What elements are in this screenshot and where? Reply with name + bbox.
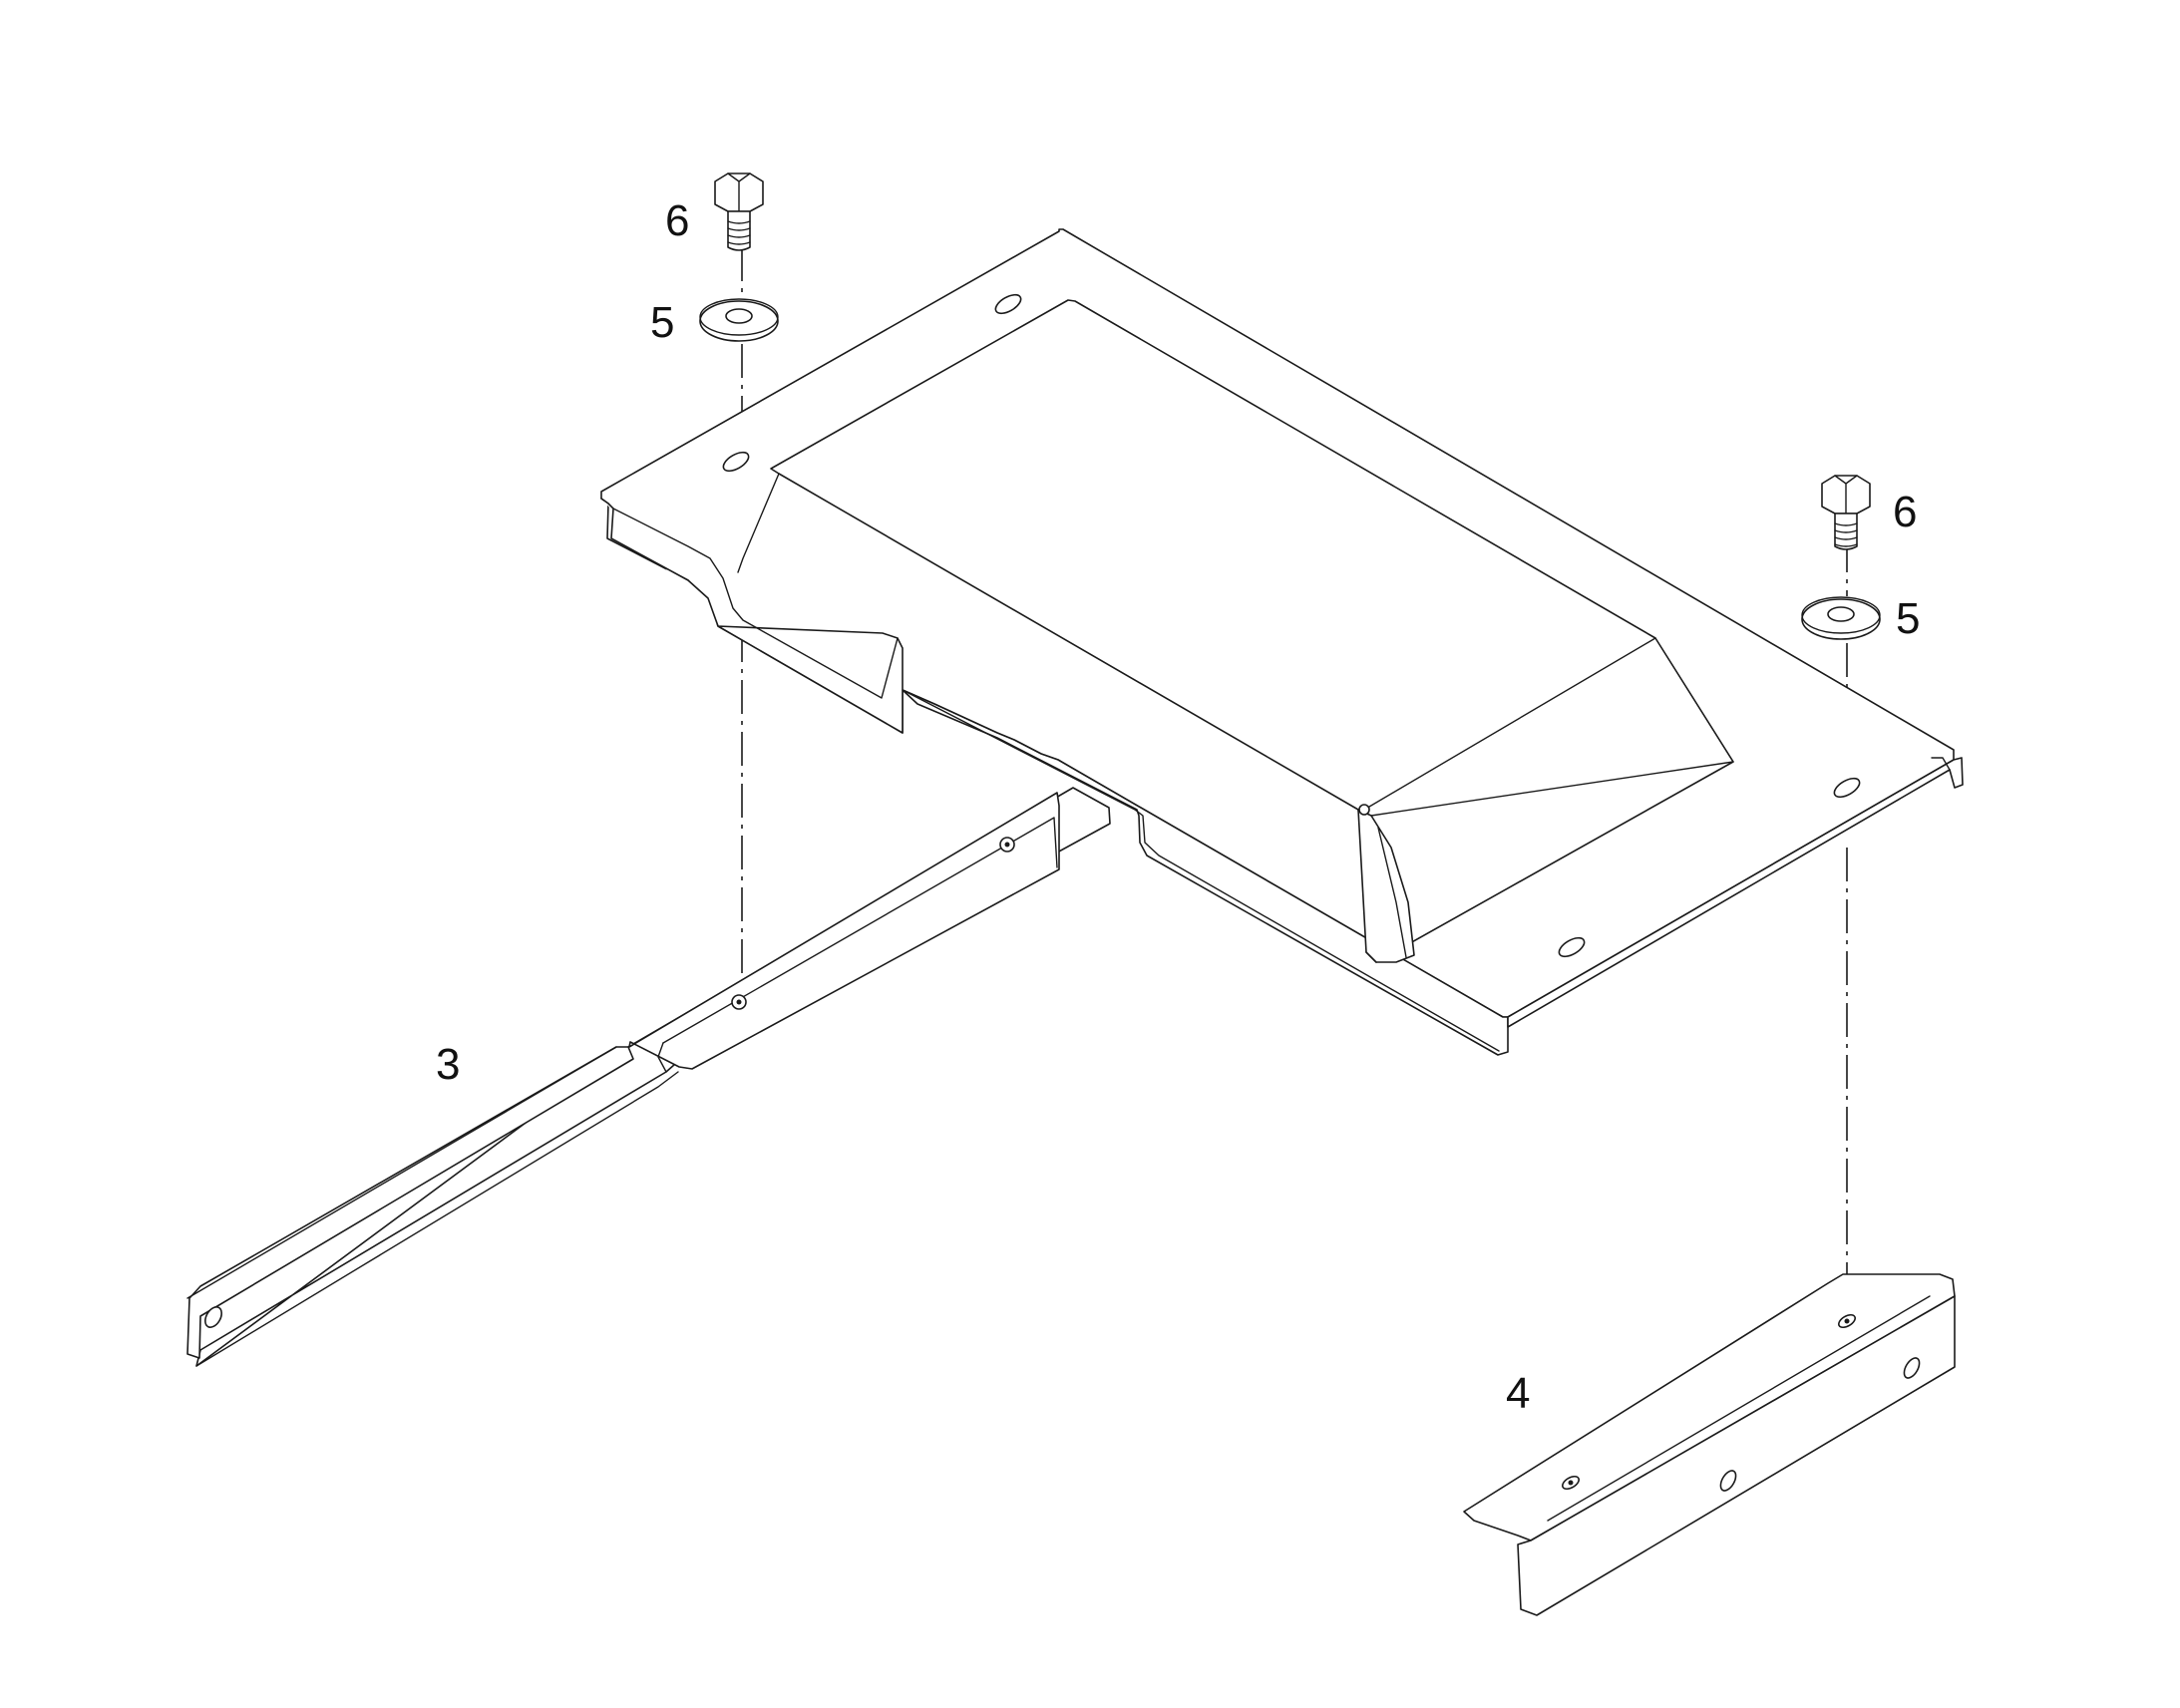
mounting-plate-raised-panel-ridge — [1363, 637, 1656, 811]
angle-bracket-vertical-face — [1517, 1295, 1956, 1616]
bar-bracket-channel-foot — [657, 1042, 667, 1073]
mounting-plate-front-flange-edge — [612, 508, 899, 699]
bar-bracket-strap-face — [186, 1046, 617, 1299]
washer-left-rim-edge — [699, 298, 779, 336]
callouts: 6 5 6 5 3 4 — [436, 196, 1920, 1418]
mounting-plate-front-flange — [600, 498, 1509, 1056]
bolt-right-shank — [1834, 512, 1858, 550]
bar-bracket-channel — [628, 792, 1060, 1070]
bolt-left-head-face — [727, 172, 751, 212]
callout-bolt-right: 6 — [1893, 488, 1917, 536]
bar-bracket — [186, 787, 1111, 1367]
bolt-left — [714, 172, 764, 251]
callout-bar-bracket: 3 — [436, 1040, 460, 1089]
angle-bracket-hole-top-right-dot — [1844, 1318, 1850, 1324]
bar-bracket-hole-upper-dot — [1004, 842, 1010, 848]
mounting-plate-crease-pivot — [1358, 804, 1370, 816]
angle-bracket-fold-line — [1547, 1295, 1931, 1522]
mounting-plate-end-slope-crease — [1377, 827, 1407, 958]
mounting-plate-slot-right — [1833, 777, 1861, 799]
washer-right — [1801, 596, 1881, 640]
bar-bracket-hole-lower-dot — [736, 999, 742, 1005]
washer-left — [699, 298, 779, 342]
mounting-plate-slot-bottom — [1558, 936, 1586, 958]
callout-washer-right: 5 — [1896, 594, 1920, 643]
angle-bracket-top-face — [1463, 1273, 1956, 1541]
bolt-right-head-face — [1834, 475, 1858, 514]
bolt-right-threads — [1834, 522, 1858, 547]
bolt-left-threads — [727, 220, 751, 245]
washer-left-bore — [725, 308, 753, 324]
washer-right-bore — [1827, 606, 1855, 622]
mounting-plate — [600, 228, 1964, 1056]
callout-bolt-left: 6 — [665, 196, 689, 245]
bolt-right — [1821, 475, 1871, 550]
mounting-plate-lower-edge — [902, 689, 1500, 1052]
angle-bracket-hole-top-left-dot — [1568, 1480, 1574, 1486]
callout-angle-bracket: 4 — [1506, 1369, 1530, 1418]
angle-bracket-hole-front-right — [1903, 1357, 1921, 1379]
angle-bracket-hole-front-middle — [1719, 1470, 1737, 1492]
angle-bracket — [1463, 1273, 1956, 1616]
washer-right-rim-edge — [1801, 596, 1881, 634]
mounting-plate-end-slope-inner — [1370, 761, 1734, 817]
bar-bracket-end-hole — [204, 1306, 222, 1328]
mounting-plate-slot-top — [994, 293, 1022, 315]
mounting-plate-slot-left — [722, 451, 750, 473]
bar-bracket-strap-under — [195, 1071, 679, 1367]
callout-washer-left: 5 — [650, 298, 674, 347]
mounting-plate-right-lip — [1507, 757, 1964, 1028]
mounting-plate-right-lip-inner — [1931, 757, 1951, 771]
mounting-plate-raised-panel-front — [737, 473, 780, 573]
bar-bracket-channel-edge — [662, 817, 1058, 1044]
bar-bracket-strap-tail — [186, 1046, 634, 1359]
